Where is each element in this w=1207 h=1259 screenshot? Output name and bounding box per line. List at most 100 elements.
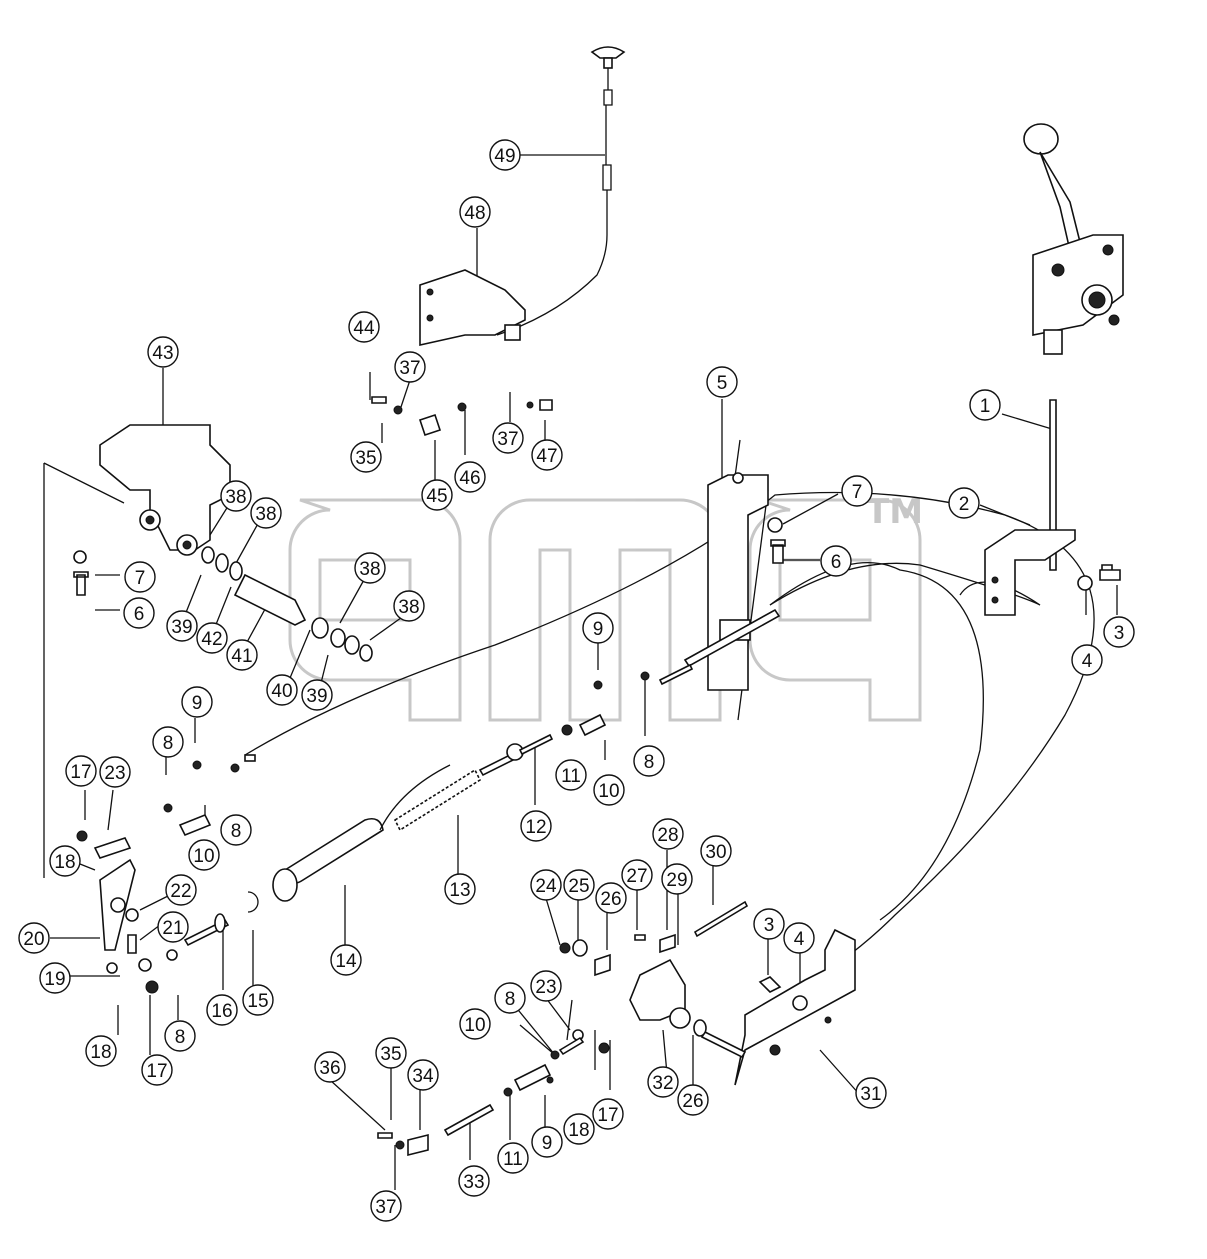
callout-number: 18 — [568, 1120, 589, 1141]
callout-15: 15 — [242, 984, 274, 1016]
middle-hardware — [163, 663, 694, 837]
callout-circle — [49, 845, 81, 877]
callout-7: 7 — [841, 475, 873, 507]
callout-circle — [394, 351, 426, 383]
callout-circle — [220, 814, 252, 846]
callout-circle — [497, 1142, 529, 1174]
callout-2: 2 — [948, 487, 980, 519]
callout-39: 39 — [166, 610, 198, 642]
callout-circle — [530, 869, 562, 901]
callout-circle — [99, 756, 131, 788]
callout-3: 3 — [1103, 616, 1135, 648]
callout-31: 31 — [855, 1077, 887, 1109]
watermark-trademark: TM — [866, 492, 923, 532]
callout-23: 23 — [530, 970, 562, 1002]
callout-number: 31 — [860, 1084, 881, 1105]
callout-10: 10 — [188, 839, 220, 871]
callout-32: 32 — [647, 1066, 679, 1098]
callout-circle — [458, 1165, 490, 1197]
callout-circle — [1071, 644, 1103, 676]
callout-number: 5 — [717, 373, 728, 394]
small-parts-top — [371, 396, 553, 437]
callout-number: 29 — [666, 870, 687, 891]
callout-5: 5 — [706, 366, 738, 398]
callout-circle — [855, 1077, 887, 1109]
callout-41: 41 — [226, 639, 258, 671]
callout-circle — [85, 1035, 117, 1067]
callout-22: 22 — [165, 874, 197, 906]
callout-group: 4948443735454637474351276343838383876394… — [18, 139, 1135, 1222]
callout-38: 38 — [354, 552, 386, 584]
callout-number: 8 — [231, 821, 242, 842]
callout-37: 37 — [394, 351, 426, 383]
callout-42: 42 — [196, 622, 228, 654]
callout-circle — [520, 810, 552, 842]
callout-number: 26 — [600, 889, 621, 910]
callout-number: 18 — [54, 852, 75, 873]
callout-number: 18 — [90, 1042, 111, 1063]
callout-number: 24 — [535, 876, 557, 897]
callout-number: 38 — [225, 487, 246, 508]
callout-1: 1 — [969, 389, 1001, 421]
callout-circle — [124, 561, 156, 593]
bracket-5 — [683, 472, 781, 691]
callout-18: 18 — [563, 1113, 595, 1145]
callout-29: 29 — [661, 863, 693, 895]
callout-circle — [354, 552, 386, 584]
callout-circle — [266, 674, 298, 706]
callout-37: 37 — [370, 1190, 402, 1222]
callout-circle — [677, 1084, 709, 1116]
callout-number: 21 — [162, 918, 183, 939]
callout-circle — [783, 922, 815, 954]
callout-8: 8 — [152, 726, 184, 758]
callout-37: 37 — [492, 422, 524, 454]
callout-36: 36 — [314, 1051, 346, 1083]
callout-number: 3 — [764, 915, 775, 936]
callout-number: 37 — [497, 429, 518, 450]
callout-18: 18 — [85, 1035, 117, 1067]
callout-number: 42 — [201, 629, 222, 650]
callout-9: 9 — [181, 686, 213, 718]
callout-circle — [330, 944, 362, 976]
lever-32 — [629, 958, 707, 1037]
callout-8: 8 — [494, 982, 526, 1014]
callout-circle — [969, 389, 1001, 421]
callout-17: 17 — [592, 1098, 624, 1130]
callout-number: 11 — [503, 1149, 523, 1170]
callout-9: 9 — [531, 1126, 563, 1158]
callout-circle — [181, 686, 213, 718]
callout-16: 16 — [206, 994, 238, 1026]
callout-38: 38 — [220, 480, 252, 512]
callout-number: 3 — [1114, 623, 1125, 644]
callout-11: 11 — [555, 759, 587, 791]
callout-3: 3 — [753, 908, 785, 940]
callout-number: 1 — [980, 396, 991, 417]
callout-40: 40 — [266, 674, 298, 706]
callout-number: 8 — [163, 733, 174, 754]
callout-circle — [188, 839, 220, 871]
callout-circle — [206, 994, 238, 1026]
callout-circle — [531, 1126, 563, 1158]
callout-circle — [841, 475, 873, 507]
callout-number: 4 — [794, 929, 805, 950]
callout-circle — [530, 970, 562, 1002]
callout-35: 35 — [350, 441, 382, 473]
callout-number: 13 — [449, 880, 470, 901]
callout-number: 44 — [353, 318, 375, 339]
pull-handle-49 — [590, 46, 626, 69]
callout-circle — [220, 480, 252, 512]
callout-circle — [375, 1037, 407, 1069]
callout-circle — [633, 745, 665, 777]
callout-number: 19 — [44, 969, 65, 990]
callout-circle — [489, 139, 521, 171]
callout-number: 17 — [146, 1061, 167, 1082]
callout-24: 24 — [530, 869, 562, 901]
callout-30: 30 — [700, 835, 732, 867]
callout-number: 26 — [682, 1091, 703, 1112]
callout-38: 38 — [393, 590, 425, 622]
callout-number: 17 — [597, 1105, 618, 1126]
callout-21: 21 — [157, 911, 189, 943]
callout-35: 35 — [375, 1037, 407, 1069]
callout-18: 18 — [49, 845, 81, 877]
